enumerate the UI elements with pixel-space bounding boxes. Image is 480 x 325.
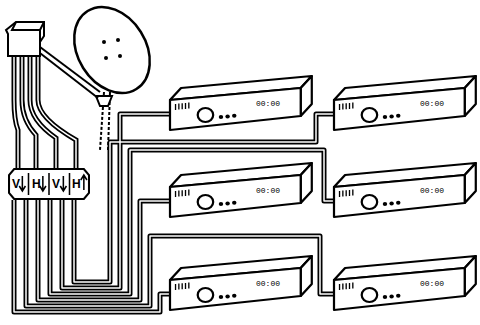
coax-cable-core xyxy=(14,200,170,312)
clock-display: 00:00 xyxy=(420,99,478,109)
signal-label: V xyxy=(8,177,28,191)
receiver-box: 00:00 xyxy=(170,68,314,134)
clock-display: 00:00 xyxy=(420,279,478,289)
satellite-dish xyxy=(59,0,165,107)
receiver-box: 00:00 xyxy=(334,248,478,314)
signal-label: H xyxy=(28,177,48,191)
receiver-outline xyxy=(334,248,478,314)
receiver-outline xyxy=(170,248,314,314)
signal-label: H xyxy=(68,177,88,191)
coax-cable-core xyxy=(74,114,334,282)
receiver-outline xyxy=(170,155,314,221)
clock-display: 00:00 xyxy=(256,186,314,196)
receiver-box: 00:00 xyxy=(334,155,478,221)
receiver-box: 00:00 xyxy=(334,68,478,134)
receiver-outline xyxy=(170,68,314,134)
coax-cable xyxy=(74,114,334,282)
receiver-outline xyxy=(334,155,478,221)
clock-display: 00:00 xyxy=(256,99,314,109)
multiswitch-box: VHVH xyxy=(8,168,90,200)
lnb-head xyxy=(6,22,44,56)
receiver-box: 00:00 xyxy=(170,155,314,221)
signal-label: V xyxy=(48,177,68,191)
clock-display: 00:00 xyxy=(256,279,314,289)
clock-display: 00:00 xyxy=(420,186,478,196)
receiver-outline xyxy=(334,68,478,134)
receiver-box: 00:00 xyxy=(170,248,314,314)
coax-cable xyxy=(14,200,170,312)
